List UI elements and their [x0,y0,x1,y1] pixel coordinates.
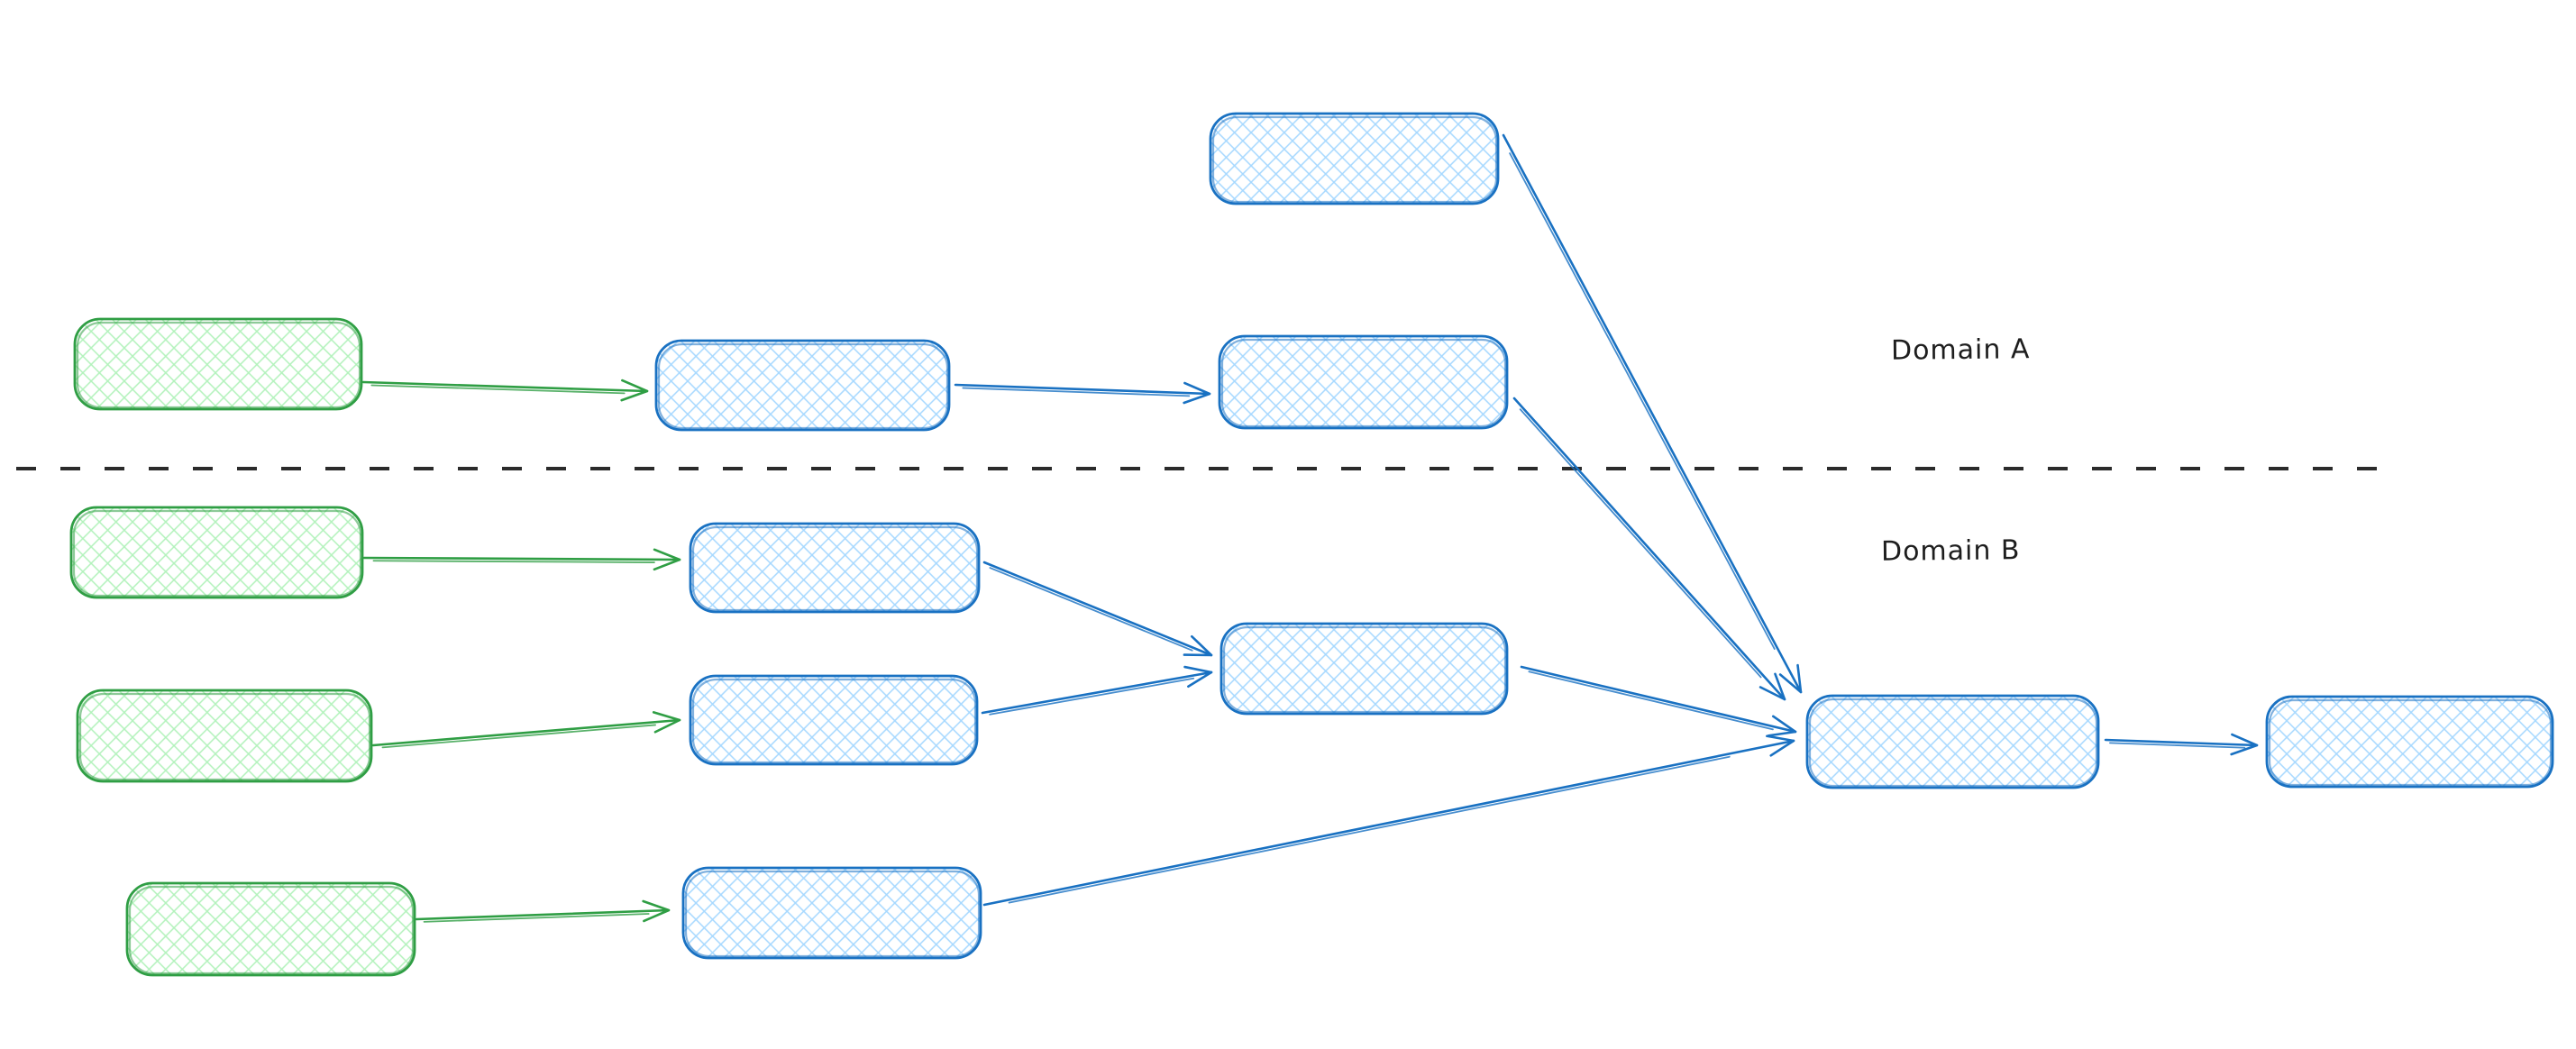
arrow-blue-atop-to-sink[interactable] [1502,133,1803,694]
arrow-green-b2-to-blue-b2[interactable] [371,711,681,749]
domain-b-label[interactable]: Domain B [1880,534,2021,568]
arrow-green-b1-to-blue-b1[interactable] [362,548,681,571]
blue-box-domain-a-2[interactable] [1218,334,1509,430]
green-box-domain-b-2[interactable] [76,689,373,783]
blue-box-domain-b-2[interactable] [689,674,979,766]
blue-box-domain-a-1[interactable] [654,339,951,432]
arrow-blue-merge-to-sink[interactable] [1520,665,1797,737]
domain-a-label[interactable]: Domain A [1890,333,2031,367]
blue-box-output[interactable] [2265,695,2554,789]
blue-box-domain-b-3[interactable] [681,866,982,960]
arrow-blue-b1-to-merge[interactable] [982,561,1213,657]
arrow-blue-a1-to-blue-a2[interactable] [954,381,1211,405]
blue-box-domain-b-merge[interactable] [1219,622,1509,716]
arrow-green-a-to-blue-a1[interactable] [361,379,649,402]
arrow-blue-sink-to-output[interactable] [2104,733,2259,756]
blue-box-domain-b-1[interactable] [689,522,981,614]
blue-box-domain-a-top[interactable] [1209,112,1500,205]
blue-box-sink[interactable] [1805,694,2100,789]
green-box-domain-b-1[interactable] [69,506,364,599]
arrow-blue-a2-to-sink[interactable] [1512,397,1786,701]
arrow-green-b3-to-blue-b3[interactable] [415,899,671,923]
green-box-domain-a[interactable] [73,317,363,411]
green-box-domain-b-3[interactable] [125,881,416,977]
arrow-blue-b3-to-sink[interactable] [982,734,1795,907]
arrow-blue-b2-to-merge[interactable] [981,665,1213,716]
